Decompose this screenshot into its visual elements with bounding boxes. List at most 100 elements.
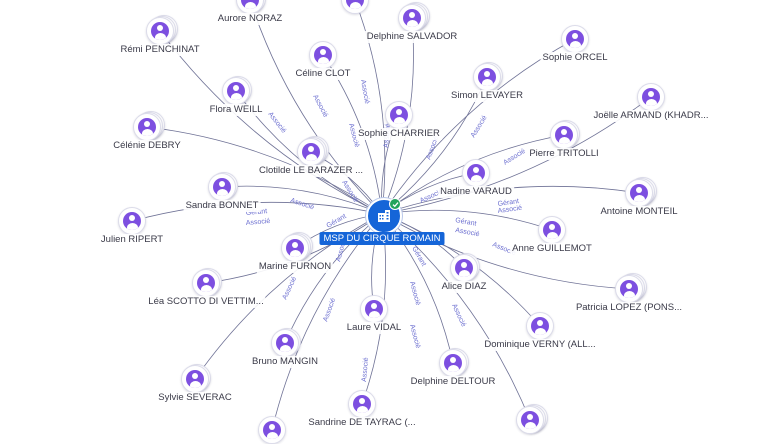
- person-icon: [346, 0, 364, 9]
- avatar-disc: [297, 138, 325, 166]
- person-label[interactable]: Patricia LOPEZ (PONS...: [573, 302, 685, 314]
- person-label[interactable]: Delphine DELTOUR: [408, 376, 498, 388]
- person-icon: [467, 164, 485, 182]
- avatar-disc: [637, 83, 665, 111]
- person-icon: [566, 30, 584, 48]
- person-label[interactable]: Pierre TRITOLLI: [527, 148, 601, 160]
- person-label[interactable]: Sandrine DE TAYRAC (...: [306, 417, 418, 429]
- person-icon: [390, 106, 408, 124]
- avatar-disc: [236, 0, 264, 14]
- edge-label-associe: Associé: [322, 297, 337, 323]
- edge-label-associe: Associé: [497, 205, 522, 215]
- person-label[interactable]: Célénie DEBRY: [111, 140, 183, 152]
- person-avatar: [208, 172, 238, 201]
- person-label[interactable]: Delphine SALVADOR: [364, 31, 460, 43]
- person-avatar: [309, 41, 337, 69]
- edge-patricia-lopez: [381, 213, 630, 290]
- person-label[interactable]: Joëlle ARMAND (KHADR...: [591, 110, 711, 122]
- edge-label-gerant: Gérant: [497, 198, 519, 208]
- edge-label-gerant: Gérant: [246, 208, 268, 217]
- person-avatar: [360, 295, 388, 323]
- person-label[interactable]: Dominique VERNY (ALL...: [482, 339, 598, 351]
- person-label[interactable]: Léa SCOTTO DI VETTIM...: [146, 296, 266, 308]
- person-icon: [444, 354, 462, 372]
- person-avatar: [297, 136, 329, 166]
- avatar-disc: [271, 329, 299, 357]
- edge-label-associe: Associé: [502, 148, 527, 167]
- person-avatar: [258, 416, 286, 444]
- person-avatar: [450, 253, 480, 282]
- avatar-disc: [439, 349, 467, 377]
- edge-sandra-bonnet: [221, 185, 383, 215]
- avatar-disc: [348, 390, 376, 418]
- person-avatar: [181, 364, 211, 393]
- center-company-label[interactable]: MSP DU CIRQUE ROMAIN: [319, 232, 445, 245]
- edge-remi-penchinat: [159, 30, 383, 215]
- verified-check-icon: [389, 198, 401, 210]
- edge-unlabeled-top-left: [354, 0, 386, 215]
- person-label[interactable]: Rémi PENCHINAT: [118, 44, 202, 56]
- avatar-disc: [341, 0, 369, 14]
- person-label[interactable]: Nadine VARAUD: [438, 186, 514, 198]
- person-avatar: [192, 268, 222, 297]
- person-label[interactable]: Sylvie SEVERAC: [156, 392, 234, 404]
- person-icon: [123, 212, 141, 230]
- edge-label-associe: Associé: [408, 281, 421, 307]
- person-label[interactable]: Antoine MONTEIL: [598, 206, 680, 218]
- person-label[interactable]: Sophie ORCEL: [540, 52, 610, 64]
- person-icon: [314, 46, 332, 64]
- person-avatar: [526, 312, 554, 340]
- person-icon: [531, 317, 549, 335]
- person-icon: [403, 9, 421, 27]
- person-label[interactable]: Julien RIPERT: [98, 234, 166, 246]
- edge-label-associe: Associé: [289, 197, 315, 211]
- person-label[interactable]: Simon LEVAYER: [449, 90, 525, 102]
- person-label[interactable]: Anne GUILLEMOT: [510, 243, 594, 255]
- person-label[interactable]: Aurore NORAZ: [215, 13, 285, 25]
- person-icon: [642, 88, 660, 106]
- person-icon: [138, 118, 156, 136]
- person-icon: [263, 421, 281, 439]
- person-avatar: [236, 0, 266, 14]
- avatar-disc: [258, 416, 286, 444]
- avatar-disc: [526, 312, 554, 340]
- edge-label-gerant: Gérant: [455, 217, 477, 228]
- avatar-disc: [516, 406, 544, 434]
- person-label[interactable]: Bruno MANGIN: [250, 356, 320, 368]
- person-icon: [555, 126, 573, 144]
- person-avatar: [146, 15, 178, 45]
- edge-label-associe: Associé: [281, 276, 298, 301]
- avatar-disc: [625, 179, 653, 207]
- avatar-disc: [360, 295, 388, 323]
- person-icon: [521, 411, 539, 429]
- person-icon: [543, 221, 561, 239]
- person-avatar: [550, 120, 580, 149]
- person-label[interactable]: Sophie CHARRIER: [356, 128, 442, 140]
- person-avatar: [271, 328, 301, 357]
- edge-label-associe: Associé: [361, 357, 370, 382]
- avatar-disc: [118, 207, 146, 235]
- person-avatar: [516, 404, 548, 434]
- edge-aurore-noraz: [249, 0, 383, 215]
- person-avatar: [462, 159, 490, 187]
- person-label[interactable]: Sandra BONNET: [183, 200, 261, 212]
- avatar-disc: [385, 101, 413, 129]
- avatar-disc: [450, 254, 478, 282]
- edge-sylvie-severac: [194, 213, 383, 380]
- person-label[interactable]: Marine FURNON: [256, 261, 334, 273]
- edge-label-associe: Associé: [246, 218, 271, 227]
- person-label[interactable]: Flora WEILL: [207, 104, 265, 116]
- person-label[interactable]: Alice DIAZ: [439, 281, 489, 293]
- person-avatar: [561, 25, 589, 53]
- person-avatar: [348, 390, 376, 418]
- person-icon: [353, 395, 371, 413]
- person-icon: [455, 259, 473, 277]
- person-label[interactable]: Laure VIDAL: [344, 322, 404, 334]
- edge-label-gerant: Gérant: [326, 213, 348, 230]
- edge-anne-guillemot: [381, 209, 553, 231]
- avatar-disc: [281, 234, 309, 262]
- person-label[interactable]: Clotilde LE BARAZER ...: [256, 165, 366, 177]
- person-label[interactable]: Céline CLOT: [293, 68, 353, 80]
- edge-label-associe: Associé: [455, 227, 480, 238]
- person-avatar: [439, 348, 469, 377]
